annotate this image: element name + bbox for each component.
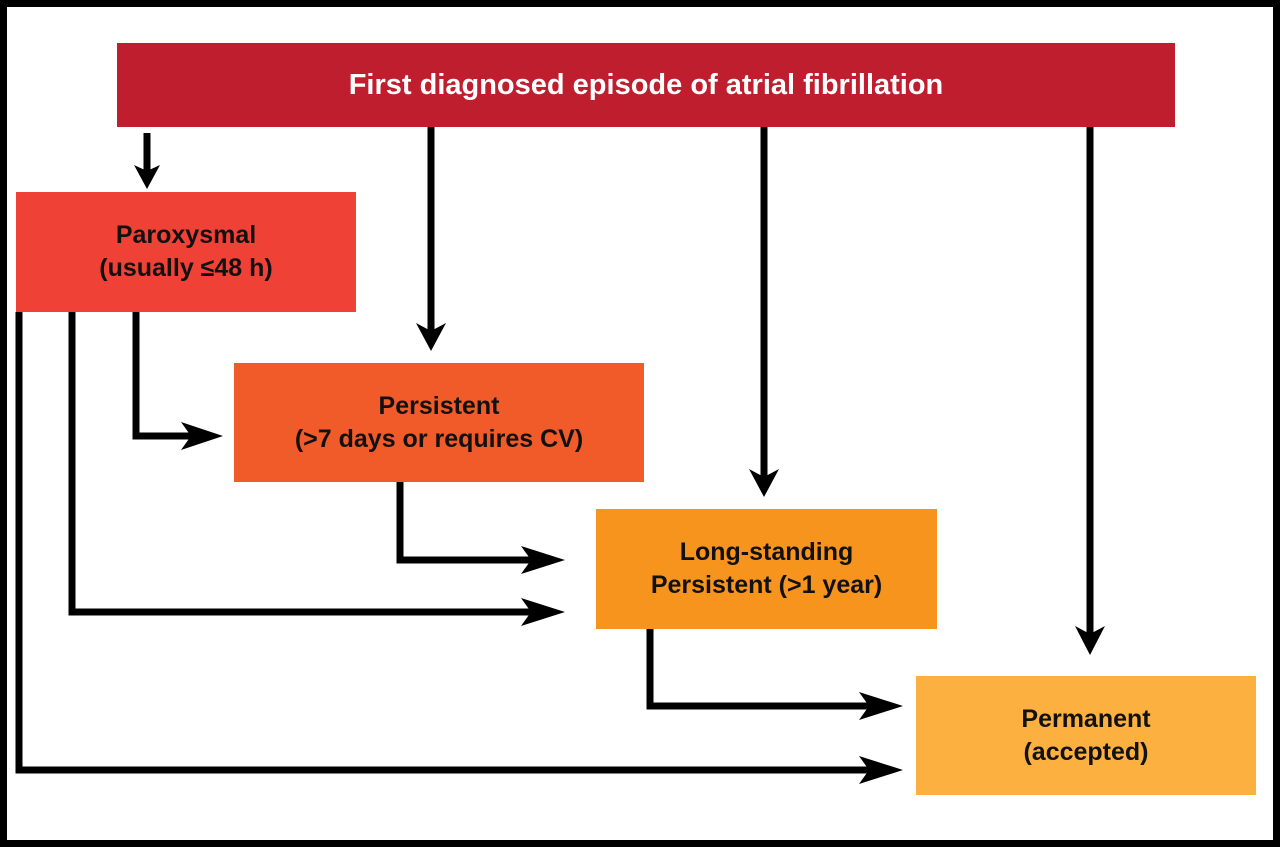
edge-paroxysmal-to-persistent xyxy=(132,312,197,440)
arrowhead-long-standing-left-2 xyxy=(521,598,565,626)
node-long-standing-title: Long-standing xyxy=(679,538,854,566)
node-paroxysmal: Paroxysmal (usually ≤48 h) xyxy=(16,192,356,312)
arrowhead-long-standing-top xyxy=(749,469,779,497)
node-first-diagnosed-label: First diagnosed episode of atrial fibril… xyxy=(348,68,944,101)
node-permanent-detail: (accepted) xyxy=(1023,737,1149,766)
arrowhead-persistent-top xyxy=(416,323,446,351)
node-permanent-title: Permanent xyxy=(1021,704,1151,733)
node-permanent: Permanent (accepted) xyxy=(916,676,1256,795)
node-long-standing-detail: Persistent (>1 year) xyxy=(650,571,883,599)
arrowhead-long-standing-left-1 xyxy=(521,546,565,574)
node-first-diagnosed: First diagnosed episode of atrial fibril… xyxy=(117,43,1175,127)
arrowhead-persistent-left xyxy=(181,422,223,450)
node-long-standing: Long-standing Persistent (>1 year) xyxy=(596,509,937,629)
arrowhead-permanent-top xyxy=(1075,626,1105,655)
node-persistent: Persistent (>7 days or requires CV) xyxy=(234,363,644,482)
arrows-layer xyxy=(15,127,1105,784)
arrowhead-permanent-left-2 xyxy=(859,756,903,784)
edge-persistent-to-long-standing xyxy=(396,482,535,564)
edge-long-standing-to-permanent xyxy=(646,629,872,710)
node-paroxysmal-detail: (usually ≤48 h) xyxy=(99,254,273,282)
diagram-frame: First diagnosed episode of atrial fibril… xyxy=(7,7,1273,840)
node-persistent-title: Persistent xyxy=(378,391,500,420)
arrowhead-permanent-left-1 xyxy=(859,692,903,720)
edge-paroxysmal-to-permanent xyxy=(15,312,872,774)
node-paroxysmal-title: Paroxysmal xyxy=(115,221,257,249)
arrowhead-paroxysmal xyxy=(134,165,160,189)
edge-paroxysmal-to-long-standing xyxy=(68,312,535,616)
node-persistent-detail: (>7 days or requires CV) xyxy=(294,424,584,453)
